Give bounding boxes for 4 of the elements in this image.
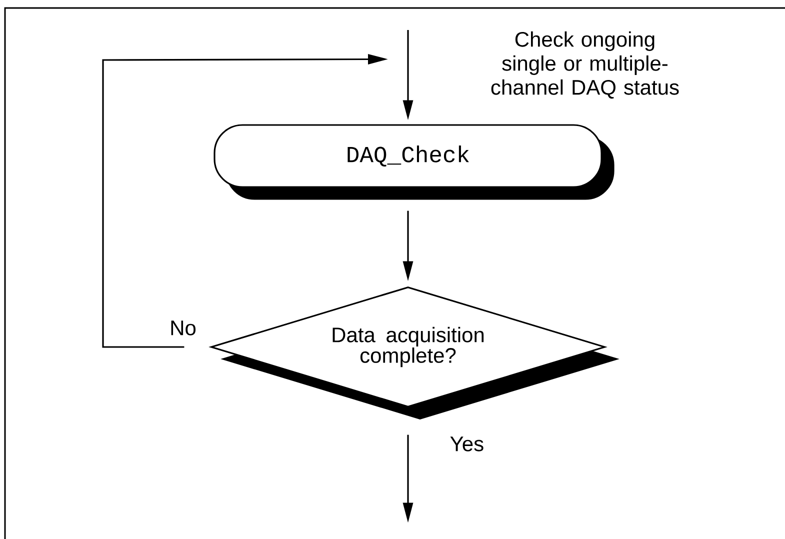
process-box: DAQ_Check	[214, 124, 614, 200]
annotation-text: Check ongoing single or multiple-channel DAQ status	[491, 31, 679, 99]
edge-label: No	[168, 320, 198, 336]
edge-label: Yes	[448, 436, 486, 452]
